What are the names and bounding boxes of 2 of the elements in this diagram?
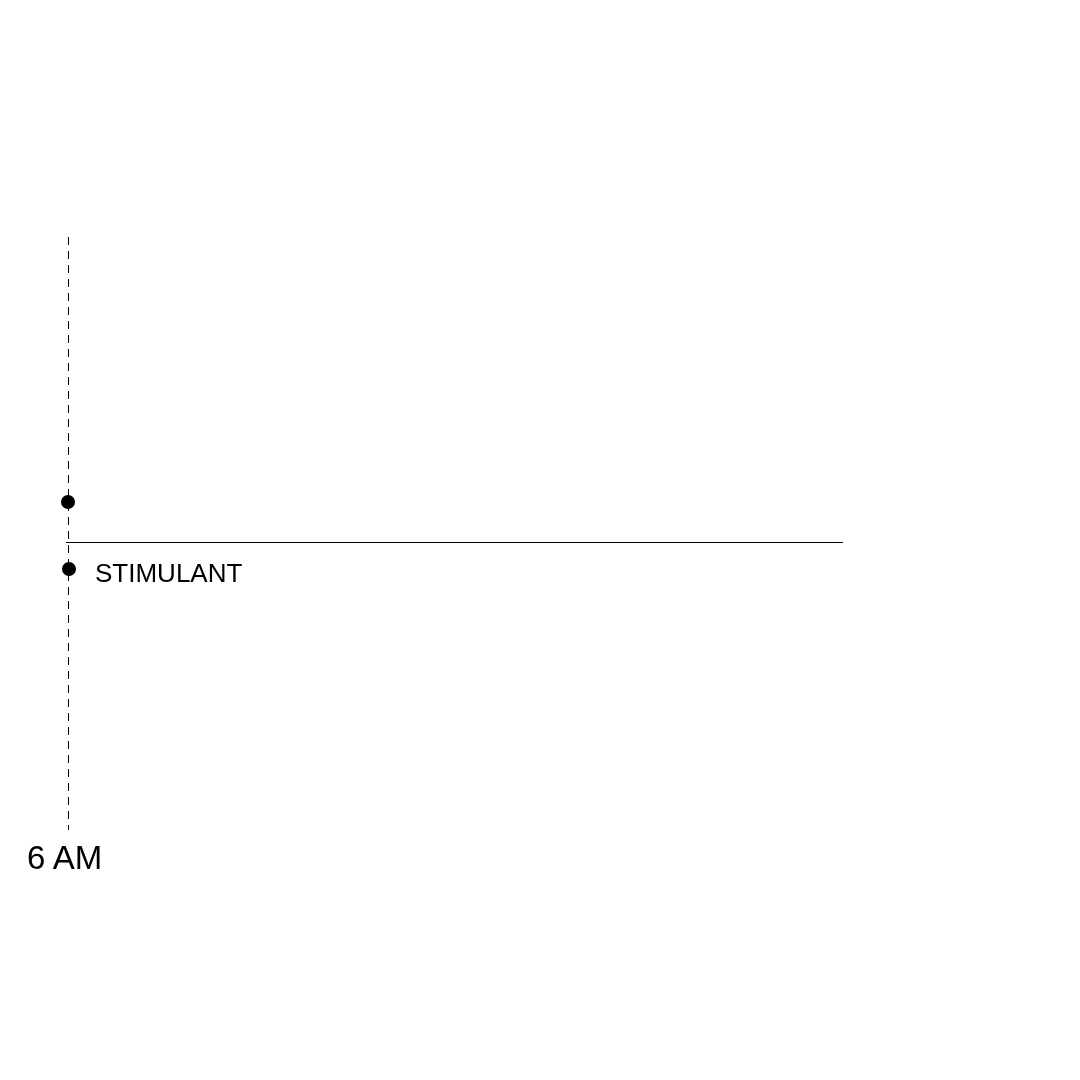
series-label: STIMULANT: [95, 557, 243, 589]
time-label: 6 AM: [27, 838, 103, 878]
